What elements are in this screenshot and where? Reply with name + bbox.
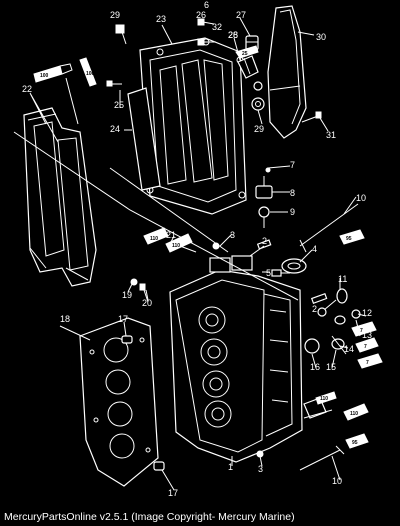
callout-32: 32 <box>212 22 222 32</box>
svg-text:110: 110 <box>350 411 358 417</box>
sealant-tube-100-b[interactable]: 100 <box>79 57 97 87</box>
cylinder-head-1[interactable] <box>169 255 303 463</box>
callout-8: 8 <box>290 188 295 198</box>
sealant-tube-7-b[interactable]: 7 <box>355 337 379 353</box>
sealant-tube-95-a[interactable]: 95 <box>339 229 365 245</box>
callout-10: 10 <box>356 193 366 203</box>
callout-labels: 1 2 2 3 3 4 5 6 7 8 9 10 10 11 12 13 14 … <box>22 0 372 498</box>
callout-12: 12 <box>362 308 372 318</box>
svg-text:95: 95 <box>352 440 358 446</box>
sealant-tube-7-a[interactable]: 7 <box>351 321 377 337</box>
hose-28[interactable] <box>237 55 259 79</box>
sealant-tube-7-c[interactable]: 7 <box>357 353 383 369</box>
sensor-5[interactable] <box>271 269 290 277</box>
head-gasket-18[interactable] <box>79 317 159 487</box>
svg-text:7: 7 <box>360 328 363 334</box>
callout-18: 18 <box>60 314 70 324</box>
callout-31: 31 <box>326 130 336 140</box>
plug-16[interactable] <box>304 338 320 354</box>
callout-9: 9 <box>290 207 295 217</box>
callout-4: 4 <box>312 244 317 254</box>
callout-26b: 26 <box>228 30 238 40</box>
svg-text:7: 7 <box>366 360 369 366</box>
callout-19: 19 <box>122 290 132 300</box>
callout-29: 29 <box>110 10 120 20</box>
elbow-fitting-8[interactable] <box>255 167 282 199</box>
leader-lines <box>13 17 367 491</box>
svg-text:110: 110 <box>172 243 180 249</box>
callout-23: 23 <box>156 14 166 24</box>
callout-17: 17 <box>118 314 128 324</box>
sealant-tube-110-d[interactable]: 110 <box>315 391 337 405</box>
callout-15: 15 <box>326 362 336 372</box>
sensor-11[interactable] <box>317 288 348 317</box>
screws-19-20-21[interactable] <box>130 245 197 303</box>
svg-text:110: 110 <box>320 396 328 402</box>
thermostat-cover-4[interactable] <box>281 258 307 274</box>
callout-11: 11 <box>338 274 347 284</box>
grommet-29[interactable] <box>251 81 265 111</box>
callout-24: 24 <box>110 124 120 134</box>
callout-26: 26 <box>196 10 206 20</box>
callout-28: 28 <box>228 30 238 40</box>
pin-2[interactable] <box>256 239 328 304</box>
callout-14: 14 <box>344 344 354 354</box>
gasket-24[interactable] <box>127 87 161 191</box>
callout-10b: 10 <box>332 476 342 486</box>
copyright-footer: MercuryPartsOnline v2.5.1 (Image Copyrig… <box>4 511 295 523</box>
bracket-30[interactable] <box>267 5 307 139</box>
callout-29b: 29 <box>254 124 264 134</box>
callout-21: 21 <box>166 230 176 240</box>
callout-16: 16 <box>310 362 320 372</box>
callout-22: 22 <box>22 84 32 94</box>
callout-1: 1 <box>228 462 233 472</box>
screw-31[interactable] <box>301 111 322 123</box>
svg-text:25: 25 <box>242 51 248 57</box>
sealant-tube-110-a[interactable]: 110 <box>143 227 169 245</box>
callout-25: 25 <box>114 100 124 110</box>
callout-30: 30 <box>316 32 326 42</box>
callout-2b: 2 <box>312 304 317 314</box>
long-bolt-10-lower[interactable] <box>299 445 345 471</box>
callout-5: 5 <box>266 268 271 278</box>
sealant-tube-100-a[interactable]: 100 <box>33 63 73 83</box>
sealant-tube-95-b[interactable]: 95 <box>345 433 369 449</box>
svg-text:7: 7 <box>364 344 367 350</box>
intake-cover-23[interactable] <box>139 37 247 215</box>
callout-3b: 3 <box>258 464 263 474</box>
callout-27: 27 <box>236 10 246 20</box>
callout-20: 20 <box>142 298 152 308</box>
svg-text:100: 100 <box>40 73 49 79</box>
callout-2: 2 <box>262 236 267 246</box>
callout-6: 6 <box>204 0 209 10</box>
svg-text:95: 95 <box>346 236 352 242</box>
svg-text:110: 110 <box>150 236 158 242</box>
sealant-tube-110-c[interactable]: 110 <box>343 403 369 421</box>
long-bolt-10-upper[interactable] <box>299 203 359 253</box>
callout-13: 13 <box>362 330 372 340</box>
pins-17[interactable] <box>121 335 165 471</box>
svg-text:100: 100 <box>86 71 95 77</box>
valve-9[interactable] <box>258 206 270 228</box>
intake-gasket-22[interactable] <box>23 107 97 287</box>
callout-17b: 17 <box>168 488 178 498</box>
callout-7: 7 <box>290 160 295 170</box>
screws-26-32[interactable] <box>106 18 216 87</box>
callout-3: 3 <box>230 230 235 240</box>
